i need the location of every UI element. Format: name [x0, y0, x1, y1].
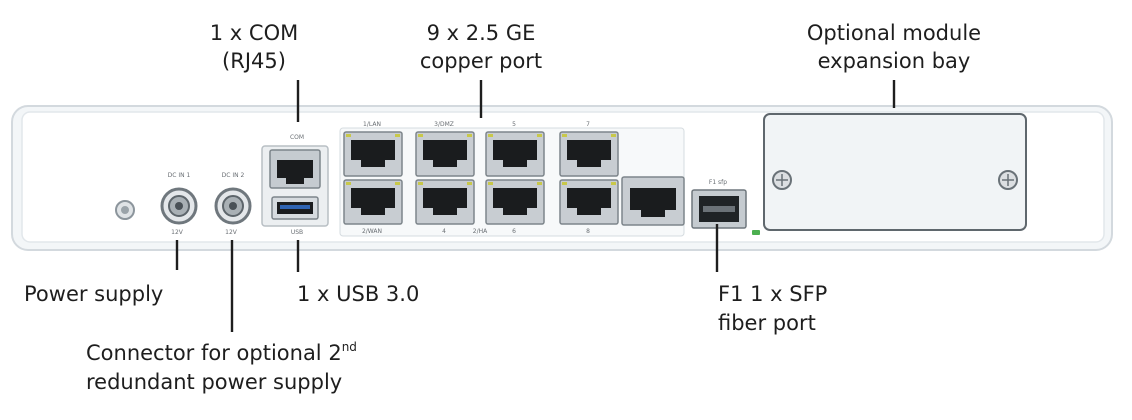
- dc-in-2-label: DC IN 2: [222, 172, 245, 179]
- rj45-port-9: [621, 176, 685, 226]
- bay-screw-left-icon: [772, 170, 792, 190]
- rj45-port: [559, 131, 619, 177]
- rj45-port: [485, 131, 545, 177]
- callouts: 1 x COM (RJ45) 9 x 2.5 GE copper port Op…: [24, 21, 981, 394]
- port-label-6: 6: [512, 228, 516, 235]
- volt-1-label: 12V: [171, 229, 184, 236]
- redundant-callout-line1: Connector for optional 2nd: [86, 340, 357, 365]
- volt-2-label: 12V: [225, 229, 238, 236]
- sfp-callout-line1: F1 1 x SFP: [718, 282, 827, 306]
- power-callout: Power supply: [24, 282, 163, 306]
- bay-callout-line2: expansion bay: [818, 49, 971, 73]
- rj45-port: [559, 179, 619, 225]
- com-port: [269, 149, 321, 189]
- expansion-bay: [763, 113, 1027, 231]
- usb-port-label: USB: [291, 229, 303, 236]
- port-label-5: 5: [512, 121, 516, 128]
- ground-screw-icon: [115, 200, 135, 220]
- port-label-3: 3/DMZ: [434, 121, 454, 128]
- port-label-1: 1/LAN: [363, 121, 381, 128]
- rj45-port: [415, 131, 475, 177]
- redundant-callout-text: Connector for optional 2: [86, 341, 342, 365]
- rj45-port-grid: [343, 131, 619, 225]
- com-callout-line2: (RJ45): [222, 49, 286, 73]
- usb-port: [271, 196, 319, 220]
- dc-in-1-connector: DC IN 1 12V: [160, 172, 198, 236]
- port-label-ha: 2/HA: [473, 228, 488, 235]
- usb-callout: 1 x USB 3.0: [297, 282, 419, 306]
- rj45-port: [343, 179, 403, 225]
- com-port-label: COM: [290, 134, 304, 141]
- sfp-port-label: F1 sfp: [709, 179, 727, 186]
- rj45-port: [415, 179, 475, 225]
- port-label-7: 7: [586, 121, 590, 128]
- com-callout-line1: 1 x COM: [210, 21, 298, 45]
- bay-callout-line1: Optional module: [807, 21, 981, 45]
- bay-screw-right-icon: [998, 170, 1018, 190]
- rj45-port: [343, 131, 403, 177]
- sfp-callout-line2: fiber port: [718, 311, 816, 335]
- copper-port-block: 1/LAN 3/DMZ 5 7 2/WAN 4 2/HA 6 8: [339, 121, 685, 237]
- leader-lines: [175, 80, 896, 332]
- port-label-8: 8: [586, 228, 590, 235]
- dc-in-1-label: DC IN 1: [168, 172, 191, 179]
- status-led-icon: [752, 230, 760, 235]
- redundant-callout-superscript: nd: [342, 340, 357, 354]
- port-label-2: 2/WAN: [362, 228, 382, 235]
- copper-callout-line1: 9 x 2.5 GE: [427, 21, 536, 45]
- port-label-4: 4: [442, 228, 446, 235]
- redundant-callout-line2: redundant power supply: [86, 370, 342, 394]
- dc-in-2-connector: DC IN 2 12V: [214, 172, 252, 236]
- sfp-port: F1 sfp: [691, 179, 760, 235]
- rj45-port: [485, 179, 545, 225]
- com-usb-block: COM USB: [261, 134, 329, 236]
- copper-callout-line2: copper port: [420, 49, 542, 73]
